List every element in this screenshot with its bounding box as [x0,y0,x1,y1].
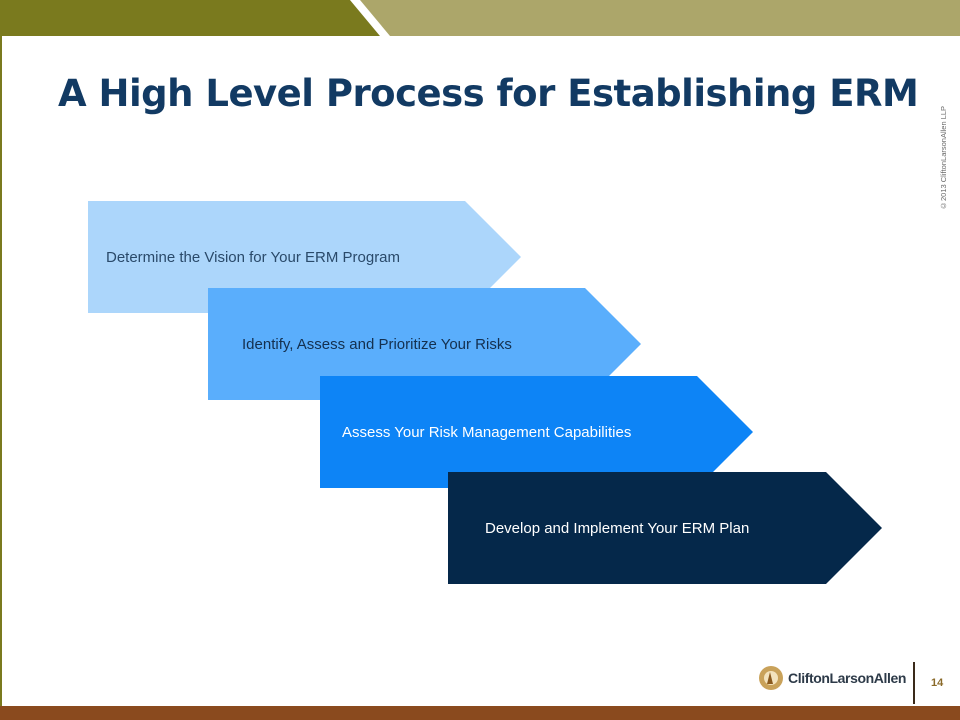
process-step-4: Develop and Implement Your ERM Plan [448,472,882,584]
top-header-band [0,0,960,36]
slide-title: A High Level Process for Establishing ER… [58,72,919,115]
company-logo: CliftonLarsonAllen [758,663,908,693]
process-step-2-label: Identify, Assess and Prioritize Your Ris… [242,335,512,353]
footer-divider [913,662,915,704]
page-number: 14 [931,677,944,689]
process-step-3: Assess Your Risk Management Capabilities [320,376,753,488]
bottom-footer-band [0,706,960,720]
process-step-4-label: Develop and Implement Your ERM Plan [485,519,750,537]
process-step-1-label: Determine the Vision for Your ERM Progra… [106,248,401,266]
logo-wordmark: CliftonLarsonAllen [788,670,907,686]
process-step-3-label: Assess Your Risk Management Capabilities [342,423,632,441]
logo-mark-icon [759,666,783,690]
left-border-rule [0,36,2,708]
copyright-notice: ©2013 CliftonLarsonAllen LLP [939,105,948,210]
